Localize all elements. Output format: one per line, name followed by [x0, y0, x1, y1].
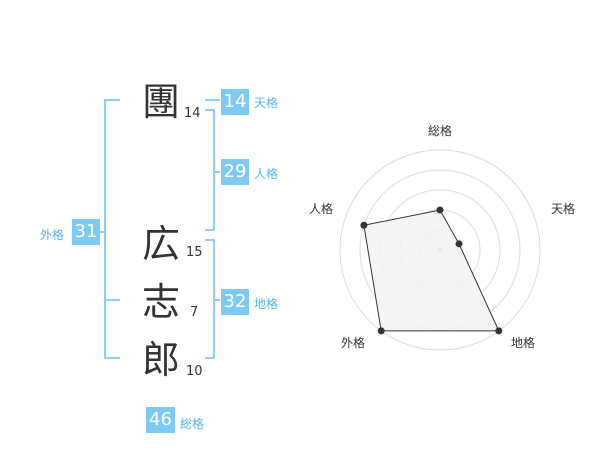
- radar-point-5: [360, 221, 368, 229]
- chikaku-badge: 32: [221, 289, 249, 315]
- gaikaku-label: 外格: [40, 228, 65, 242]
- tenkaku-label: 天格: [254, 96, 279, 110]
- gaikaku-bracket: [104, 99, 120, 359]
- radar-axis-label-soukaku: 総格: [428, 124, 453, 138]
- jinkaku-label: 人格: [254, 167, 279, 181]
- name-char-1: 團: [141, 80, 180, 124]
- radar-point-1: [436, 206, 444, 214]
- gaikaku-badge: 31: [72, 219, 100, 245]
- radar-axis-label-gaikaku: 外格: [341, 336, 366, 350]
- name-char-4: 郎: [141, 338, 180, 382]
- stroke-count-4: 10: [186, 364, 203, 379]
- radar-point-3: [495, 327, 503, 335]
- radar-ring: [339, 149, 541, 351]
- radar-axis-label-jinkaku: 人格: [309, 202, 334, 216]
- radar-axis-label-tenkaku: 天格: [551, 202, 576, 216]
- stroke-count-3: 7: [190, 305, 199, 320]
- soukaku-badge: 46: [146, 407, 175, 433]
- soukaku-label: 総格: [180, 417, 205, 431]
- radar-point-4: [377, 327, 385, 335]
- radar-point-2: [455, 240, 463, 248]
- radar-area: [363, 209, 500, 332]
- chikaku-label: 地格: [254, 297, 279, 311]
- name-char-3: 志: [141, 280, 180, 324]
- tenkaku-badge: 14: [221, 89, 249, 115]
- stroke-count-1: 14: [184, 106, 201, 121]
- name-char-2: 広: [141, 222, 180, 266]
- radar-axis-label-chikaku: 地格: [511, 336, 536, 350]
- jinkaku-badge: 29: [221, 159, 249, 185]
- stroke-count-2: 15: [186, 245, 203, 260]
- jinkaku-bracket: [205, 109, 215, 231]
